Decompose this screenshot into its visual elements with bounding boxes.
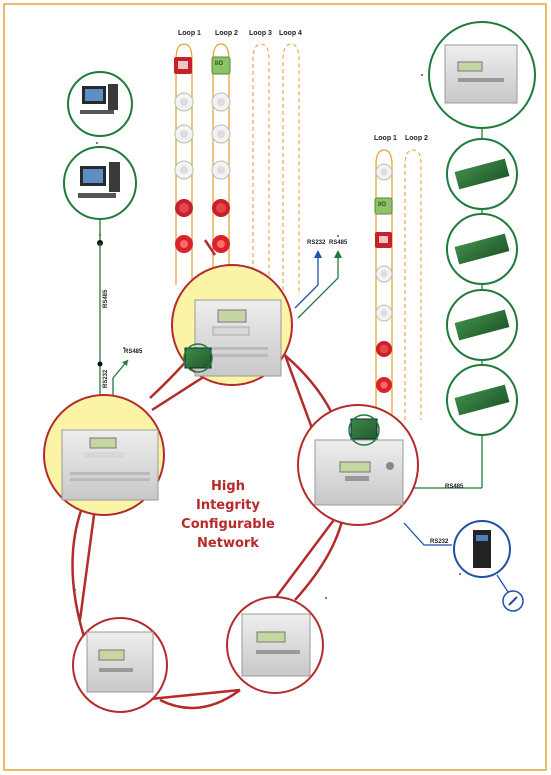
rs485-top-arrow (297, 250, 342, 319)
rs485-label: RS485 (103, 289, 109, 308)
expansion-card-icon (446, 289, 518, 361)
callpoint-icon (174, 57, 192, 74)
sounder-icon (212, 199, 230, 217)
phone-icon (502, 590, 524, 612)
modem-icon (453, 520, 511, 578)
panel-a-loop-3 (252, 43, 270, 285)
repeater-panel (428, 21, 536, 129)
computer-icon (67, 71, 133, 137)
panel-b-controller (297, 404, 419, 526)
beacon-icon (212, 235, 230, 253)
io-module-icon (374, 197, 393, 215)
network-panel-bottom-left (72, 617, 168, 713)
panel-b-loop-1 (375, 149, 393, 420)
beacon-icon (376, 377, 392, 393)
network-ring (78, 239, 347, 702)
loop-label: Loop 4 (279, 30, 302, 37)
expansion-card-icon (446, 138, 518, 210)
beacon-icon (175, 235, 193, 253)
expansion-card-icon (446, 213, 518, 285)
computer-icon (63, 146, 137, 220)
smoke-detector-icon (375, 304, 393, 322)
smoke-detector-icon (174, 160, 194, 180)
smoke-detector-icon (375, 163, 393, 181)
loop-card-icon (348, 414, 380, 446)
rs485-left-arrow (112, 359, 129, 400)
sounder-icon (376, 341, 392, 357)
rs232-label: RS232 (103, 369, 109, 388)
rs232-label: RS232 (307, 240, 326, 246)
panel-a-loop-2 (212, 43, 230, 285)
smoke-detector-icon (211, 124, 231, 144)
title-line-3: Configurable (181, 517, 275, 532)
rs232-printer-link (403, 522, 452, 546)
network-panel-left (43, 394, 165, 516)
network-panel-bottom-right (226, 596, 324, 694)
expansion-card-icon (446, 364, 518, 436)
loop-card-icon (183, 343, 213, 373)
loop-label: Loop 1 (178, 30, 201, 37)
io-module-icon (211, 56, 231, 75)
smoke-detector-icon (375, 265, 393, 283)
smoke-detector-icon (174, 124, 194, 144)
loop-label: Loop 3 (249, 30, 272, 37)
smoke-detector-icon (174, 92, 194, 112)
page-frame (3, 3, 547, 771)
rs485-label: RS485 (124, 349, 143, 355)
panel-a-loop-4 (282, 43, 300, 295)
loop-label: Loop 2 (215, 30, 238, 37)
loop-label: Loop 1 (374, 135, 397, 142)
rs485-label: RS485 (445, 484, 464, 490)
rs232-top-arrow (294, 250, 322, 309)
smoke-detector-icon (211, 160, 231, 180)
panel-b-loop-2 (404, 149, 422, 420)
title-line-2: Integrity (196, 498, 260, 513)
loop-label: Loop 2 (405, 135, 428, 142)
title-line-1: High (211, 479, 245, 494)
io-label: I/O (215, 61, 224, 67)
rs232-label: RS232 (430, 539, 449, 545)
title-line-4: Network (197, 536, 259, 551)
rs485-label: RS485 (329, 240, 348, 246)
marker-dots (74, 74, 461, 599)
io-label: I/O (378, 202, 387, 208)
network-ring-segment (159, 688, 241, 710)
panel-a-loop-1 (175, 43, 193, 285)
sounder-icon (175, 199, 193, 217)
callpoint-icon (375, 232, 392, 248)
network-ring-segment (71, 499, 87, 641)
smoke-detector-icon (211, 92, 231, 112)
